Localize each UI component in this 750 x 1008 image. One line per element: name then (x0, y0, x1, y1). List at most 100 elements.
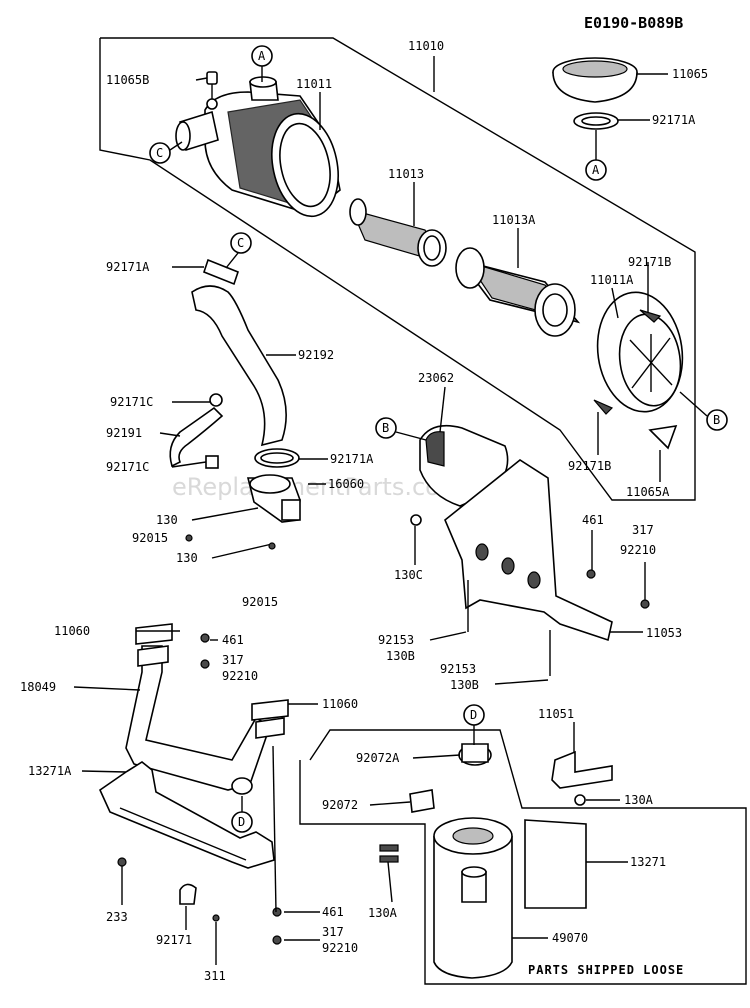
label-461-m: 461 (222, 633, 244, 647)
svg-text:A: A (592, 163, 600, 177)
intake-adapter (246, 474, 301, 523)
svg-text:B: B (382, 421, 389, 435)
clamp-bolt (409, 789, 435, 813)
label-49070: 49070 (552, 931, 588, 945)
loose-parts-box (299, 729, 747, 985)
label-317-r: 317 (632, 523, 654, 537)
washer-461-b (272, 907, 282, 917)
label-13271: 13271 (630, 855, 666, 869)
bolt-130a-l1 (379, 844, 399, 852)
svg-text:A: A (258, 49, 266, 63)
screw-233 (117, 857, 127, 867)
label-11011a: 11011A (590, 273, 634, 287)
evacuator-valve (648, 425, 678, 450)
label-130b-1: 130B (386, 649, 415, 663)
small-bracket (551, 750, 613, 789)
label-92072a: 92072A (356, 751, 400, 765)
label-92171b-bot: 92171B (568, 459, 611, 473)
exhaust-pipe (125, 623, 289, 795)
label-92192: 92192 (298, 348, 334, 362)
label-92171: 92171 (156, 933, 192, 947)
svg-text:D: D (470, 708, 477, 722)
connector-b-band: B (375, 417, 397, 439)
label-92153-2: 92153 (440, 662, 476, 676)
inner-element (349, 198, 447, 267)
svg-text:C: C (156, 146, 163, 160)
svg-text:C: C (237, 236, 244, 250)
label-92171a-left: 92171A (106, 260, 150, 274)
label-11060-1: 11060 (54, 624, 90, 638)
clamp-top (573, 112, 619, 130)
label-11065: 11065 (672, 67, 708, 81)
bolt-130a-r (574, 794, 586, 806)
nut-92210-b (272, 935, 282, 945)
label-11011: 11011 (296, 77, 332, 91)
svg-text:D: D (238, 815, 245, 829)
label-11053: 11053 (646, 626, 682, 640)
bolt-130a-l2 (379, 855, 399, 863)
label-92191: 92191 (106, 426, 142, 440)
bolt-311 (212, 914, 220, 922)
nut-92210-r (640, 599, 650, 609)
label-130-1: 130 (156, 513, 178, 527)
nut-92210-m (200, 659, 210, 669)
intake-hose (191, 258, 287, 447)
label-130c: 130C (394, 568, 423, 582)
clamp-92171 (179, 883, 197, 905)
watermark: eReplacementParts.com (172, 473, 463, 501)
heat-shield (98, 761, 275, 869)
outer-element (455, 247, 581, 337)
label-317-m: 317 (222, 653, 244, 667)
connector-d-pipe: D (231, 811, 253, 833)
connector-d-muffler: D (463, 704, 485, 726)
connector-a-right: A (585, 159, 607, 181)
small-hose (169, 406, 224, 468)
connector-a-top: A (251, 45, 273, 67)
label-11010: 11010 (408, 39, 444, 53)
label-92171c-1: 92171C (110, 395, 153, 409)
label-16060: 16060 (328, 477, 364, 491)
label-92210-b: 92210 (322, 941, 358, 955)
cover-cap (552, 57, 638, 103)
diagram-code: E0190-B089B (584, 14, 683, 32)
label-11013a: 11013A (492, 213, 536, 227)
label-11051: 11051 (538, 707, 574, 721)
label-23062: 23062 (418, 371, 454, 385)
label-13271a: 13271A (28, 764, 72, 778)
connector-b-right: B (706, 409, 728, 431)
label-11065b: 11065B (106, 73, 149, 87)
connector-c-hose: C (230, 232, 252, 254)
label-92171b-top: 92171B (628, 255, 671, 269)
label-130b-2: 130B (450, 678, 479, 692)
footer-note: PARTS SHIPPED LOOSE (528, 963, 684, 977)
label-461-r: 461 (582, 513, 604, 527)
bolt-130-2 (211, 543, 273, 559)
label-130a-l: 130A (368, 906, 398, 920)
end-cap (593, 291, 684, 415)
bolt-130-1 (191, 507, 259, 521)
hose-clamp-mid (254, 448, 300, 468)
label-92210-r: 92210 (620, 543, 656, 557)
stud-line (272, 745, 277, 913)
label-11065a: 11065A (626, 485, 670, 499)
washer-92015-1 (185, 534, 193, 542)
label-130a-r: 130A (624, 793, 654, 807)
svg-text:B: B (713, 413, 720, 427)
label-18049: 18049 (20, 680, 56, 694)
label-317-b: 317 (322, 925, 344, 939)
air-cleaner-body (175, 71, 341, 218)
label-11013: 11013 (388, 167, 424, 181)
label-130-2: 130 (176, 551, 198, 565)
label-461-b: 461 (322, 905, 344, 919)
assembly-outline (99, 37, 696, 501)
clamp-92171c-2 (205, 455, 219, 469)
label-92015-1: 92015 (132, 531, 168, 545)
label-92015-2: 92015 (242, 595, 278, 609)
washer-461-r (586, 569, 596, 579)
bolt-130c (410, 514, 422, 526)
label-233: 233 (106, 910, 128, 924)
label-92072: 92072 (322, 798, 358, 812)
label-92171a-top: 92171A (652, 113, 696, 127)
